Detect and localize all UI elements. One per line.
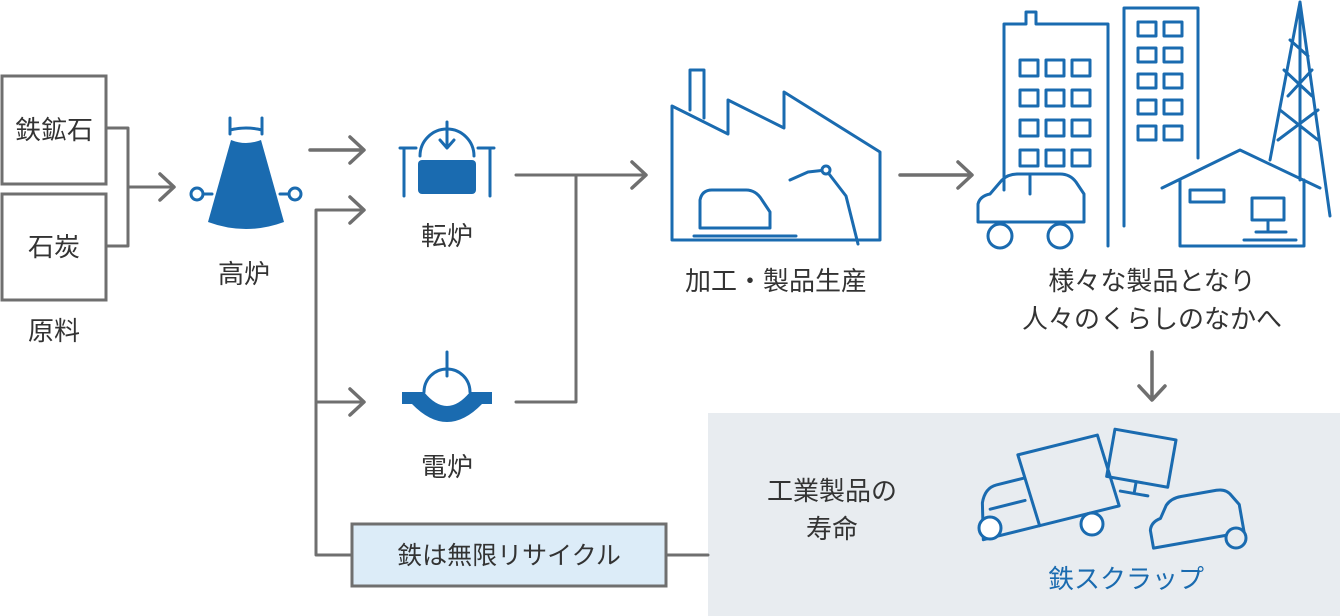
scrap-icon	[977, 427, 1248, 550]
scrap-label: 鉄スクラップ	[1048, 565, 1204, 595]
converter-label: 転炉	[421, 222, 473, 252]
lifespan-label-line1: 工業製品の	[767, 477, 897, 507]
arrowhead-to-manufacturing	[630, 160, 648, 190]
lifespan-label-line2: 寿命	[806, 515, 858, 545]
lifespan-panel	[708, 413, 1340, 616]
merge-to-manufacturing-line	[514, 173, 646, 404]
blast-furnace-label: 高炉	[218, 260, 270, 290]
arrow-to-scrap	[1137, 350, 1167, 402]
iron-ore-label: 鉄鉱石	[15, 116, 93, 146]
arrow-to-daily-life	[898, 160, 974, 190]
recycle-badge	[350, 522, 668, 588]
blast-furnace-icon	[189, 116, 303, 229]
raw-materials-group: 鉄鉱石 石炭 原料	[0, 74, 108, 347]
arrowhead-to-converter-from-scrap	[348, 195, 366, 225]
recycle-badge-label: 鉄は無限リサイクル	[397, 541, 621, 570]
electric-furnace-label: 電炉	[421, 453, 473, 483]
arrow-to-converter	[308, 135, 366, 165]
converter-icon	[398, 120, 496, 198]
manufacturing-label: 加工・製品生産	[685, 267, 867, 297]
raw-materials-label: 原料	[28, 317, 80, 347]
raw-materials-bracket	[104, 126, 174, 248]
scrap-return-line	[314, 208, 364, 557]
arrowhead-to-electric-furnace	[348, 387, 366, 417]
coal-label: 石炭	[28, 233, 80, 263]
factory-icon	[670, 68, 882, 246]
city-icon	[976, 0, 1332, 250]
iron-ore-box	[0, 74, 108, 186]
daily-life-label-line1: 様々な製品となり	[1048, 267, 1255, 297]
arrowhead-to-blast-furnace	[158, 172, 176, 202]
daily-life-label-line2: 人々のくらしのなかへ	[1022, 305, 1282, 335]
coal-box	[0, 192, 108, 302]
electric-furnace-icon	[402, 350, 492, 422]
